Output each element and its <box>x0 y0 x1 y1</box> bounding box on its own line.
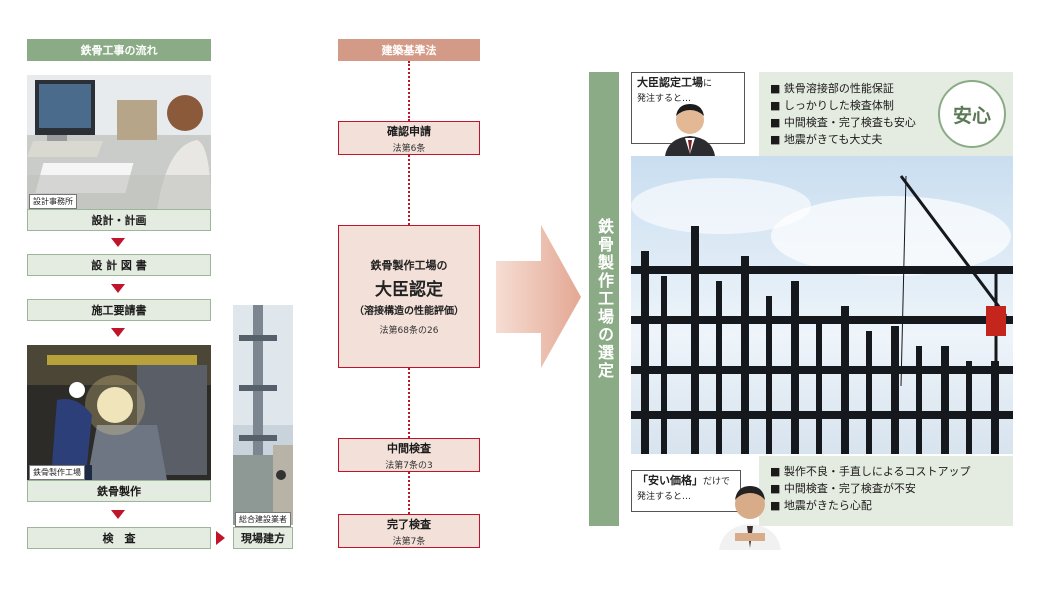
top-bullet-list: 鉄骨溶接部の性能保証 しっかりした検査体制 中間検査・完了検査も安心 地震がきて… <box>770 80 940 148</box>
top-bullet-4: 地震がきても大丈夫 <box>770 131 940 148</box>
step-design-drawings: 設 計 図 書 <box>27 254 211 276</box>
confirmation-application-box: 確認申請 法第6条 <box>338 121 480 155</box>
steel-fabrication-photo <box>27 345 211 480</box>
minister-certification-subtitle: （溶接構造の性能評価） <box>354 306 464 317</box>
top-bubble-line2: 発注すると… <box>637 94 692 104</box>
design-office-photo <box>27 75 211 210</box>
top-bullet-1: 鉄骨溶接部の性能保証 <box>770 80 940 97</box>
top-bubble-strong: 大臣認定工場 <box>637 76 703 89</box>
interim-inspection-article: 法第7条の3 <box>385 460 433 471</box>
design-office-label: 設計事務所 <box>29 194 77 209</box>
top-bullet-2: しっかりした検査体制 <box>770 97 940 114</box>
steel-frame-construction-photo <box>631 156 1013 454</box>
step-inspection: 検 査 <box>27 527 211 549</box>
connector-2 <box>408 155 410 225</box>
minister-certification-box: 鉄骨製作工場の 大臣認定 （溶接構造の性能評価） 法第68条の26 <box>338 225 480 368</box>
right-arrow <box>216 531 225 545</box>
flow-header: 鉄骨工事の流れ <box>27 39 211 61</box>
down-arrow-3 <box>111 328 125 337</box>
bottom-speech-bubble: 「安い価格」だけで 発注すると… <box>631 470 741 512</box>
down-arrow-1 <box>111 238 125 247</box>
interim-inspection-title: 中間検査 <box>387 441 431 455</box>
minister-certification-line1: 鉄骨製作工場の <box>370 259 448 272</box>
big-right-arrow <box>496 225 581 368</box>
completion-inspection-article: 法第7条 <box>392 536 426 547</box>
general-contractor-label: 総合建設業者 <box>235 512 291 527</box>
connector-1 <box>408 61 410 121</box>
smiling-man-avatar <box>660 98 720 156</box>
top-bubble-tail: に <box>703 79 713 89</box>
bottom-bullet-3: 地震がきたら心配 <box>770 497 1010 514</box>
step-site-erection: 現場建方 <box>233 527 293 549</box>
bottom-bullet-1: 製作不良・手直しによるコストアップ <box>770 463 1010 480</box>
bottom-bullet-list: 製作不良・手直しによるコストアップ 中間検査・完了検査が不安 地震がきたら心配 <box>770 463 1010 514</box>
down-arrow-2 <box>111 284 125 293</box>
confirmation-application-article: 法第6条 <box>392 143 426 154</box>
bottom-bubble-line2: 発注すると… <box>637 492 692 502</box>
step-construction-docs: 施工要請書 <box>27 299 211 321</box>
selection-vertical-title: 鉄骨製作工場の選定 <box>589 72 619 526</box>
step-design-plan: 設計・計画 <box>27 209 211 231</box>
worried-man-avatar <box>715 478 785 550</box>
connector-3 <box>408 368 410 438</box>
down-arrow-4 <box>111 510 125 519</box>
bottom-bubble-strong: 「安い価格」 <box>637 474 703 487</box>
completion-inspection-box: 完了検査 法第7条 <box>338 514 480 548</box>
site-erection-photo <box>233 305 293 525</box>
minister-certification-article: 法第68条の26 <box>379 326 439 336</box>
connector-4 <box>408 472 410 514</box>
bottom-bullet-2: 中間検査・完了検査が不安 <box>770 480 1010 497</box>
bottom-bubble-tail: だけで <box>703 477 731 487</box>
step-fabrication: 鉄骨製作 <box>27 480 211 502</box>
completion-inspection-title: 完了検査 <box>387 517 431 531</box>
minister-certification-title: 大臣認定 <box>375 280 443 300</box>
steel-factory-label: 鉄骨製作工場 <box>29 465 85 480</box>
law-header: 建築基準法 <box>338 39 480 61</box>
confirmation-application-title: 確認申請 <box>387 124 431 138</box>
top-bullet-3: 中間検査・完了検査も安心 <box>770 114 940 131</box>
peace-of-mind-badge: 安心 <box>938 80 1006 148</box>
interim-inspection-box: 中間検査 法第7条の3 <box>338 438 480 472</box>
